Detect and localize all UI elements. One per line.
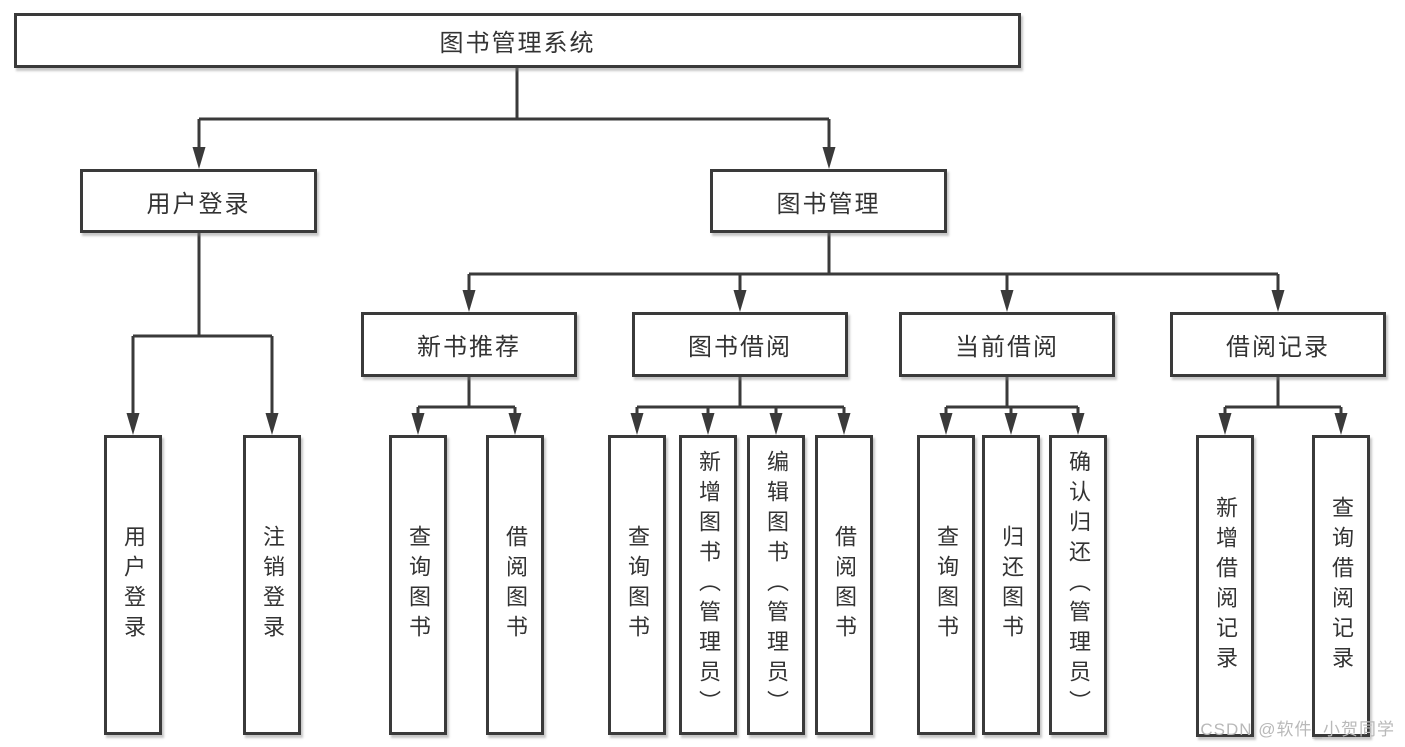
arrowhead [733,290,747,312]
node-book-management-label: 图书管理 [776,190,881,218]
leaf-edit-book-admin: 编辑图书（管理员） [747,435,805,735]
arrowhead [701,413,715,435]
leaf-return-books: 归还图书 [982,435,1040,735]
leaf-add-book-admin: 新增图书（管理员） [679,435,737,735]
arrowhead [126,413,140,435]
leaf-borrow-books-borrowing: 借阅图书 [815,435,873,735]
connector-book-management-children [462,233,1285,312]
node-user-login-label: 用户登录 [146,190,251,218]
leaf-query-books-borrowing-label: 查询图书 [625,525,650,645]
leaf-query-books-current: 查询图书 [917,435,975,735]
leaf-logout-label: 注销登录 [260,525,285,645]
arrowhead [630,413,644,435]
node-borrowing-records-label: 借阅记录 [1226,334,1330,361]
arrowhead [192,147,206,169]
arrowhead [265,413,279,435]
leaf-query-books-recommend-label: 查询图书 [406,525,431,645]
node-user-login: 用户登录 [80,169,317,233]
leaf-query-books-borrowing: 查询图书 [608,435,666,735]
connector-book-borrowing-children [630,377,851,435]
arrowhead [1271,290,1285,312]
connector-new-book-recommend-children [411,377,522,435]
node-borrowing-records: 借阅记录 [1170,312,1386,377]
leaf-add-borrow-record-label: 新增借阅记录 [1213,496,1238,676]
leaf-confirm-return-admin: 确认归还（管理员） [1049,435,1107,735]
leaf-query-books-current-label: 查询图书 [934,525,959,645]
connector-borrowing-records-children [1218,377,1348,435]
connector-current-borrowing-children [939,377,1085,435]
node-current-borrowing: 当前借阅 [899,312,1115,377]
node-book-borrowing-label: 图书借阅 [688,334,792,361]
leaf-add-borrow-record: 新增借阅记录 [1196,435,1254,737]
leaf-borrow-books-recommend-label: 借阅图书 [503,525,528,645]
node-book-borrowing: 图书借阅 [632,312,848,377]
leaf-edit-book-admin-label: 编辑图书（管理员） [764,450,789,720]
connector-root-to-branches [192,68,836,169]
leaf-borrow-books-borrowing-label: 借阅图书 [832,525,857,645]
leaf-logout: 注销登录 [243,435,301,735]
connector-user-login-children [126,233,279,435]
leaf-user-login: 用户登录 [104,435,162,735]
arrowhead [1004,413,1018,435]
arrowhead [1071,413,1085,435]
csdn-watermark: CSDN @软件_小贺同学 [1200,720,1395,739]
arrowhead [508,413,522,435]
arrowhead [769,413,783,435]
node-book-management: 图书管理 [710,169,947,233]
node-new-book-recommend-label: 新书推荐 [417,334,521,361]
node-root-label: 图书管理系统 [439,30,596,57]
arrowhead [1000,290,1014,312]
node-current-borrowing-label: 当前借阅 [955,334,1059,361]
leaf-query-borrow-record-label: 查询借阅记录 [1329,496,1354,676]
arrowhead [1218,413,1232,435]
node-new-book-recommend: 新书推荐 [361,312,577,377]
arrowhead [462,290,476,312]
arrowhead [822,147,836,169]
leaf-query-borrow-record: 查询借阅记录 [1312,435,1370,737]
arrowhead [939,413,953,435]
leaf-confirm-return-admin-label: 确认归还（管理员） [1066,450,1091,720]
arrowhead [1334,413,1348,435]
leaf-borrow-books-recommend: 借阅图书 [486,435,544,735]
leaf-return-books-label: 归还图书 [999,525,1024,645]
arrowhead [411,413,425,435]
leaf-user-login-label: 用户登录 [121,525,146,645]
leaf-add-book-admin-label: 新增图书（管理员） [696,450,721,720]
leaf-query-books-recommend: 查询图书 [389,435,447,735]
node-root: 图书管理系统 [14,13,1021,68]
arrowhead [837,413,851,435]
